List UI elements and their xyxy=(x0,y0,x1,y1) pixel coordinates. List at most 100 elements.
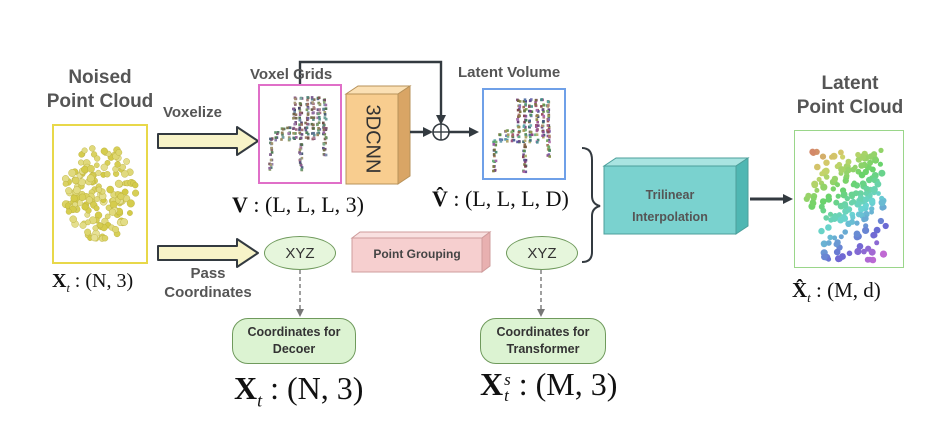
xt-n3-large: Xt : (N, 3) xyxy=(234,370,363,411)
voxel-cell xyxy=(548,140,551,144)
voxel-cell xyxy=(522,125,526,128)
noised-point xyxy=(84,228,92,236)
latent-point xyxy=(873,226,881,234)
voxel-cell xyxy=(524,165,527,168)
voxelize-label: Voxelize xyxy=(163,104,222,121)
noised-point-cloud-frame xyxy=(52,124,148,264)
voxel-cell xyxy=(322,148,326,152)
voxel-cell xyxy=(541,108,545,111)
latent-point xyxy=(871,177,877,183)
voxel-cell xyxy=(548,149,551,152)
voxel-cell xyxy=(528,140,532,144)
voxel-cell xyxy=(534,133,537,137)
latent-point xyxy=(842,207,849,215)
noised-point xyxy=(120,218,128,226)
voxel-cell xyxy=(522,140,525,143)
cnn-label: 3DCNN xyxy=(361,104,384,174)
noised-point xyxy=(65,208,72,215)
v-symbol: V xyxy=(232,192,248,217)
latent-point xyxy=(852,164,858,170)
xt-large-symbol: X xyxy=(234,370,258,406)
voxel-cell xyxy=(542,104,546,107)
vhat-dims-label: V̂ : (L, L, L, D) xyxy=(432,186,569,212)
latent-point xyxy=(836,212,843,218)
latent-point xyxy=(857,195,865,203)
voxel-cell xyxy=(529,139,532,142)
voxel-cell xyxy=(546,124,550,127)
voxel-cell xyxy=(294,113,298,116)
voxel-cell xyxy=(312,98,316,101)
voxel-grid-frame xyxy=(258,84,342,184)
xts-symbol: X xyxy=(480,366,504,402)
latent-point xyxy=(811,180,819,188)
voxel-cell xyxy=(324,136,328,139)
voxel-cell xyxy=(530,110,534,113)
voxel-cell xyxy=(493,148,496,152)
voxel-cell xyxy=(524,134,528,138)
voxel-cell xyxy=(324,153,328,157)
noised-point xyxy=(119,163,127,171)
voxel-cell xyxy=(299,152,302,156)
noised-title-line2: Point Cloud xyxy=(46,91,154,112)
voxel-cell xyxy=(316,133,319,137)
voxel-cell xyxy=(510,139,514,143)
noised-point xyxy=(121,188,129,196)
voxel-cell xyxy=(529,130,533,134)
voxel-cell xyxy=(298,123,301,126)
coord-decoder-line2: Decoer xyxy=(272,342,316,356)
voxel-cell xyxy=(536,120,539,124)
noised-point xyxy=(85,196,93,204)
voxel-cell xyxy=(494,143,498,147)
voxel-cell xyxy=(312,123,315,126)
voxel-cell xyxy=(493,139,497,142)
latent-point xyxy=(816,176,822,182)
voxel-cell xyxy=(298,158,302,162)
latent-point xyxy=(840,154,846,160)
voxel-cell xyxy=(542,133,546,137)
voxel-cell xyxy=(542,114,545,118)
voxel-cell xyxy=(304,126,307,130)
voxel-cell xyxy=(534,98,538,102)
voxel-cell xyxy=(292,112,296,116)
voxel-cell xyxy=(494,150,498,154)
voxel-cell xyxy=(492,143,496,146)
voxel-cell xyxy=(534,104,538,108)
voxel-cell xyxy=(287,136,291,139)
latent-volume-title: Latent Volume xyxy=(458,64,561,81)
noised-point xyxy=(100,147,108,155)
noised-point xyxy=(90,234,99,242)
latent-point xyxy=(839,253,846,260)
voxel-cell xyxy=(547,114,550,118)
voxel-cell xyxy=(298,116,301,120)
latent-point xyxy=(854,247,862,256)
voxel-cell xyxy=(542,120,545,123)
voxel-cell xyxy=(323,98,326,102)
voxel-cell xyxy=(528,119,531,123)
voxel-cell xyxy=(322,132,325,136)
latent-point xyxy=(858,211,864,218)
voxel-cell xyxy=(546,144,549,147)
voxel-cell xyxy=(528,105,531,108)
point-grouping-label: Point Grouping xyxy=(373,247,461,261)
voxel-cell xyxy=(298,107,301,110)
noised-point xyxy=(126,210,133,216)
voxel-cell xyxy=(312,131,315,135)
latent-point xyxy=(858,162,865,169)
voxel-cell xyxy=(281,131,284,135)
latent-point xyxy=(833,248,841,256)
latent-point xyxy=(879,204,886,211)
voxel-cell xyxy=(299,164,303,167)
voxel-cell xyxy=(322,123,326,127)
noised-point xyxy=(87,164,95,173)
latent-point xyxy=(862,168,869,176)
noised-point xyxy=(97,222,104,229)
voxel-cell xyxy=(541,134,544,137)
noised-point xyxy=(65,187,73,195)
pass-coordinates-label: Pass Coordinates xyxy=(158,264,258,302)
xt-large-subscript: t xyxy=(257,390,263,411)
voxel-cell xyxy=(530,133,534,137)
xts-superscript: s xyxy=(504,369,511,389)
voxel-cell xyxy=(312,136,316,140)
voxel-cell xyxy=(292,107,295,111)
